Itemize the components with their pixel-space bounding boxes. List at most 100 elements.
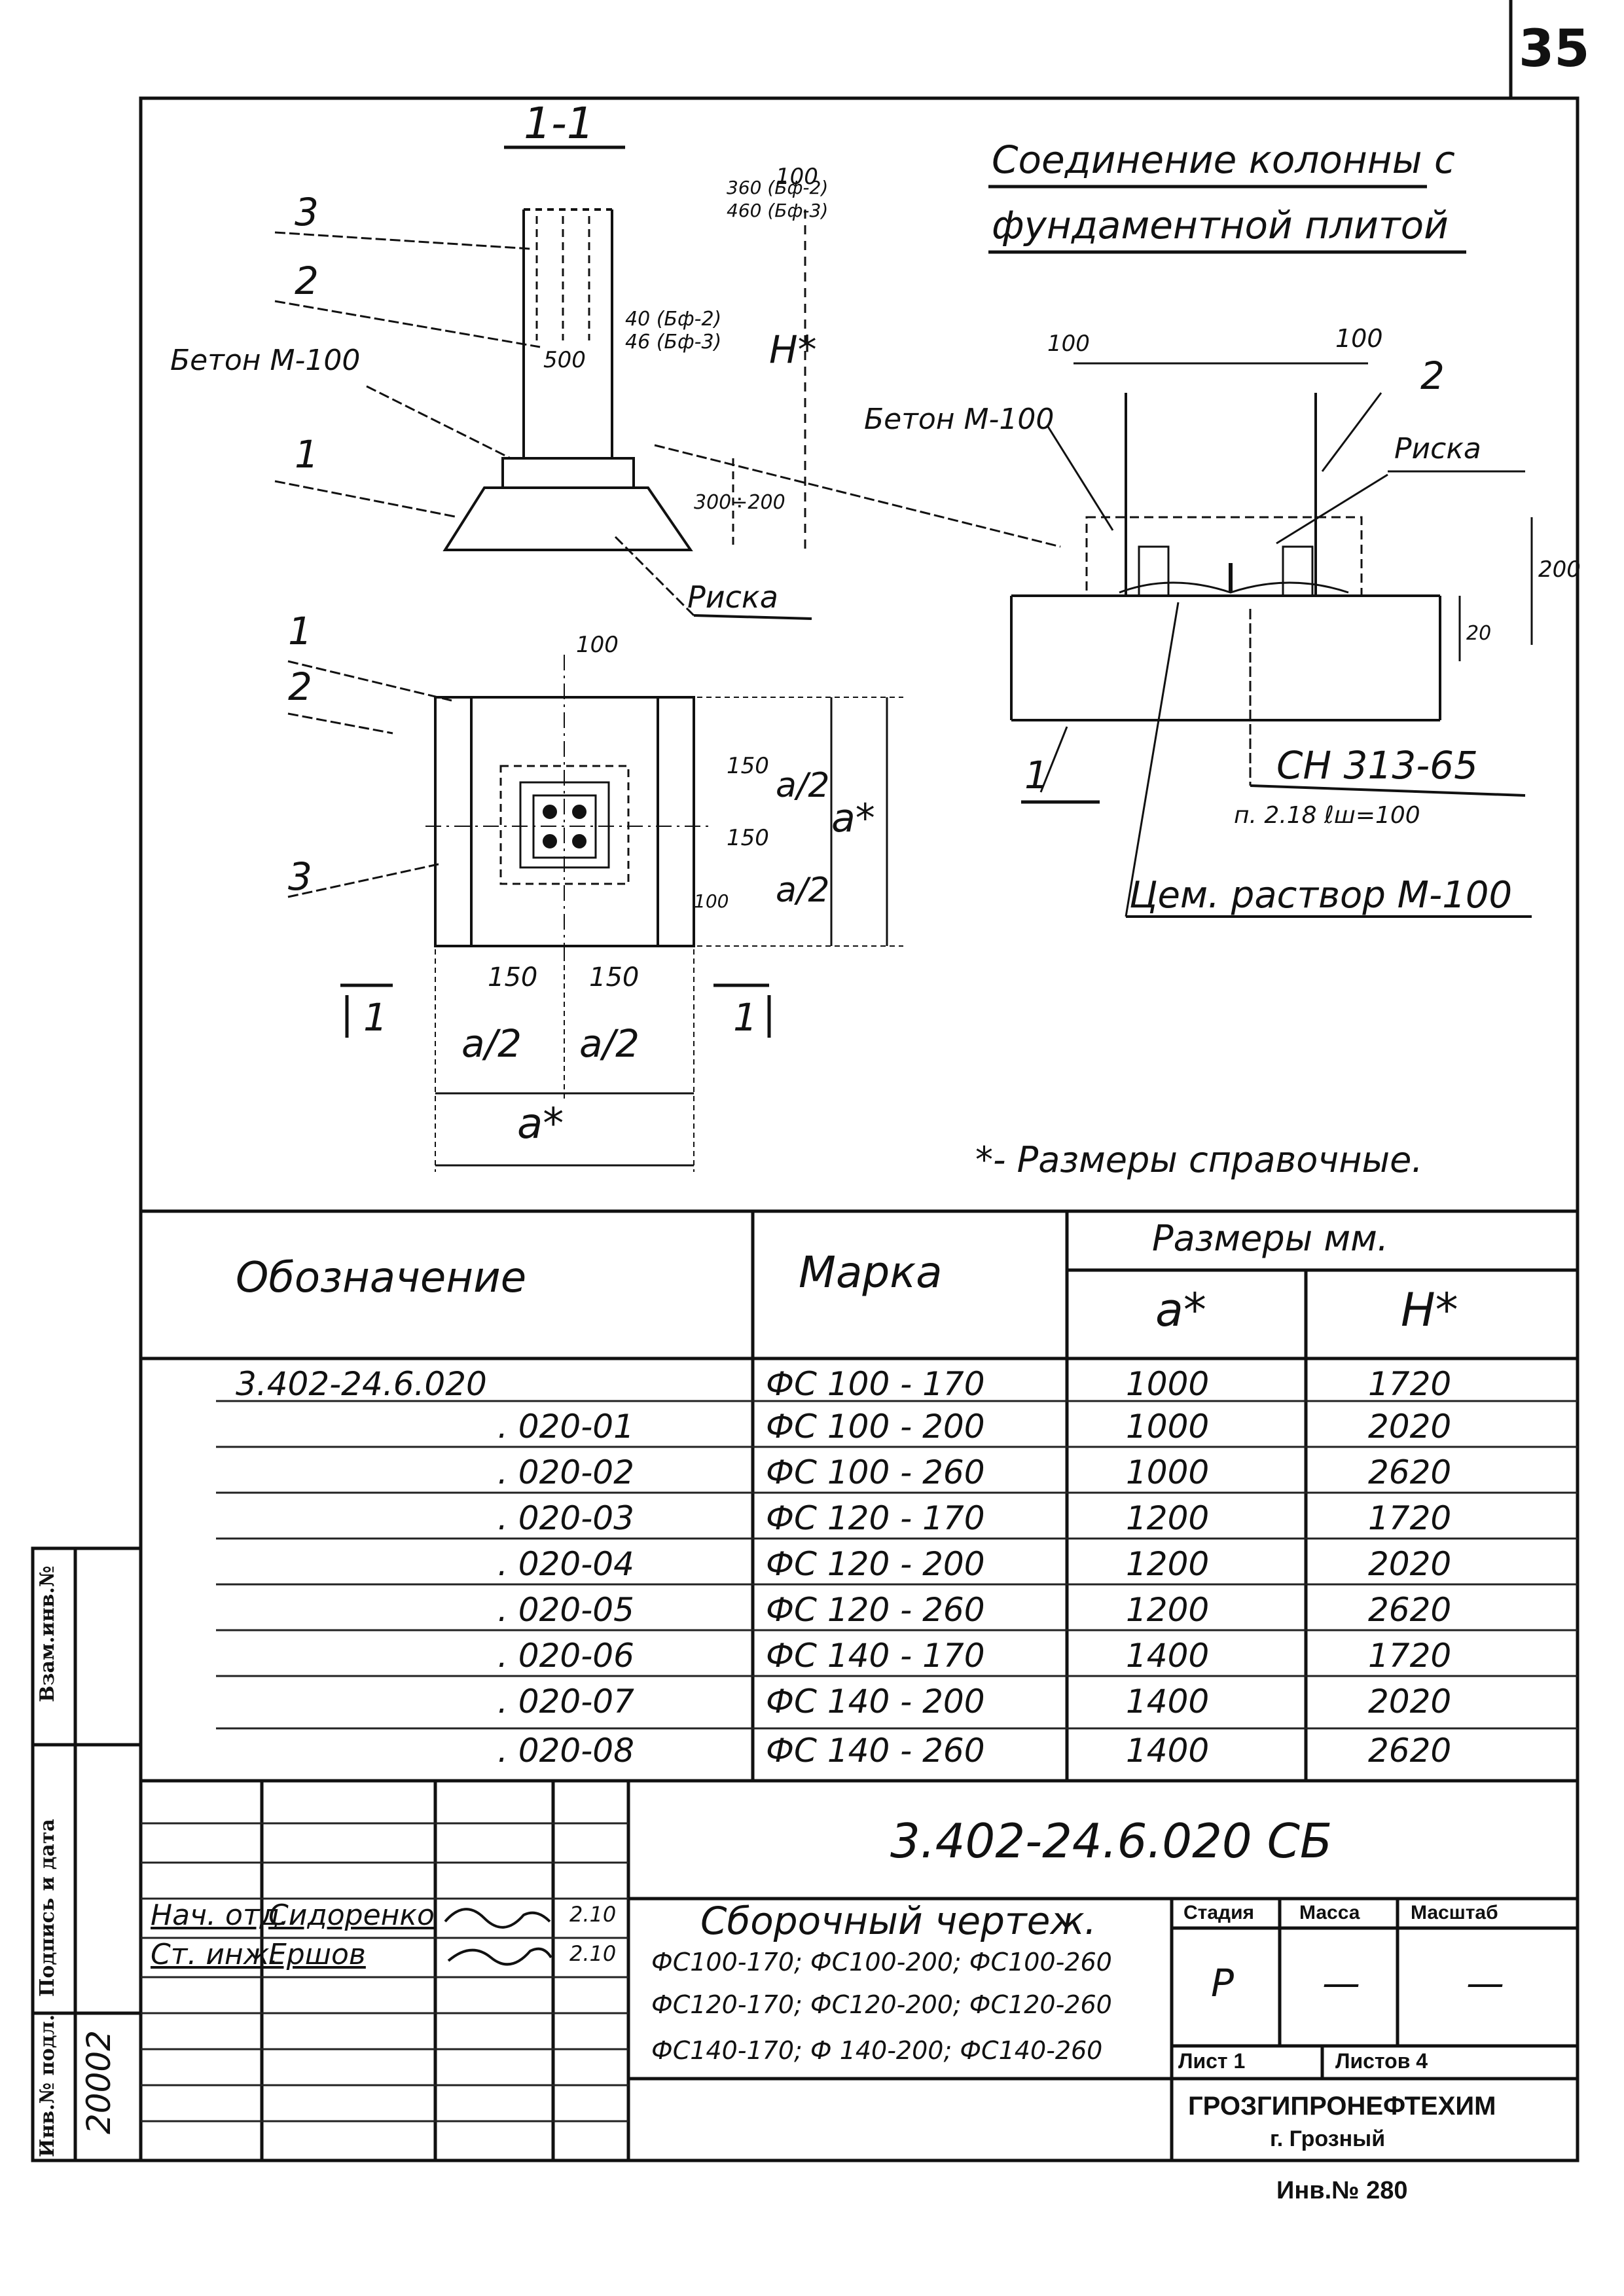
- row-a: 1400: [1126, 1732, 1210, 1770]
- snip-reference: СН 313-65: [1276, 743, 1478, 788]
- row-h: 2020: [1368, 1408, 1452, 1446]
- side-podpis-label: Подпись и дата: [36, 1819, 59, 1997]
- mortar-label: Цем. раствор М-100: [1129, 874, 1513, 917]
- dim-20: 20: [1466, 622, 1492, 645]
- marks-line-2: ФС120-170; ФС120-200; ФС120-260: [651, 1990, 1112, 2019]
- org-name: ГРОЗГИПРОНЕФТЕХИМ: [1188, 2092, 1496, 2121]
- row-designation: 3.402-24.6.020: [236, 1365, 487, 1403]
- row-mark: ФС 120 - 200: [766, 1545, 985, 1583]
- stadia-value: Р: [1211, 1961, 1234, 2005]
- snip-note: п. 2.18 ℓш=100: [1234, 802, 1420, 829]
- row-designation: . 020-04: [497, 1545, 634, 1583]
- row-h: 2020: [1368, 1545, 1452, 1583]
- footnote: *- Размеры справочные.: [975, 1139, 1423, 1180]
- date-2: 2.10: [569, 1941, 617, 1966]
- note-460: 460 (Бф-3): [727, 200, 829, 221]
- note-40: 40 (Бф-2): [625, 308, 722, 331]
- row-a: 1400: [1126, 1637, 1210, 1675]
- callout-2: 2: [295, 259, 319, 303]
- row-designation: . 020-02: [497, 1453, 634, 1491]
- list-label: Лист 1: [1178, 2049, 1246, 2073]
- row-designation: . 020-05: [497, 1591, 634, 1629]
- marks-line-1: ФС100-170; ФС100-200; ФС100-260: [651, 1948, 1112, 1977]
- dim-500: 500: [543, 347, 586, 373]
- row-h: 2020: [1368, 1683, 1452, 1721]
- date-1: 2.10: [569, 1902, 617, 1927]
- side-vzam-label: Взам.инв.№: [36, 1565, 59, 1702]
- name-2: Ершов: [268, 1938, 366, 1971]
- row-a: 1200: [1126, 1499, 1210, 1537]
- row-mark: ФС 100 - 200: [766, 1408, 985, 1446]
- dim-v-150-b: 150: [727, 825, 769, 851]
- row-a: 1200: [1126, 1545, 1210, 1583]
- header-mark: Марка: [799, 1247, 943, 1298]
- dim-v-100: 100: [694, 890, 729, 912]
- marks-line-3: ФС140-170; Ф 140-200; ФС140-260: [651, 2036, 1103, 2065]
- header-sizes: Размеры мм.: [1152, 1218, 1389, 1259]
- page-number: 35: [1519, 20, 1590, 79]
- signatures: [444, 1908, 552, 1966]
- stadia-label: Стадия: [1183, 1902, 1255, 1923]
- header-designation: Обозначение: [236, 1254, 527, 1302]
- plan-callout-3: 3: [288, 854, 312, 899]
- plan-drawing: [287, 655, 903, 1172]
- dim-100-detail-right: 100: [1335, 324, 1383, 353]
- row-designation: . 020-06: [497, 1637, 634, 1675]
- note-46: 46 (Бф-3): [625, 331, 722, 354]
- beton-label-right: Бетон М-100: [864, 403, 1055, 436]
- note-360: 360 (Бф-2): [727, 177, 829, 198]
- drawing-title-line-2: фундаментной плитой: [992, 203, 1449, 247]
- section-mark-left: 1: [363, 995, 388, 1040]
- dim-a-star: a*: [517, 1100, 564, 1148]
- masshtab-label: Масштаб: [1411, 1902, 1498, 1923]
- row-h: 2620: [1368, 1732, 1452, 1770]
- row-a: 1000: [1126, 1453, 1210, 1491]
- row-h: 1720: [1368, 1365, 1452, 1403]
- row-h: 1720: [1368, 1637, 1452, 1675]
- side-inv-value: 20002: [80, 2030, 118, 2134]
- row-designation: . 020-03: [497, 1499, 634, 1537]
- listov-label: Листов 4: [1335, 2049, 1428, 2073]
- role-2: Ст. инж.: [151, 1938, 279, 1971]
- row-h: 1720: [1368, 1499, 1452, 1537]
- dim-100-plan: 100: [576, 632, 619, 658]
- dim-100-top: 100: [776, 164, 818, 190]
- org-city: г. Грозный: [1270, 2126, 1386, 2151]
- row-mark: ФС 100 - 170: [766, 1365, 985, 1403]
- row-designation: . 020-07: [497, 1683, 634, 1721]
- dim-200: 200: [1538, 556, 1581, 583]
- elevation-drawing: [274, 145, 1061, 620]
- detail-callout-1: 1: [1024, 753, 1049, 797]
- name-1: Сидоренко: [268, 1899, 435, 1932]
- dim-300-200: 300÷200: [694, 491, 785, 514]
- dim-a-half-left: a/2: [461, 1021, 522, 1066]
- riska-label-right: Риска: [1394, 432, 1481, 465]
- callout-1: 1: [295, 432, 319, 477]
- row-a: 1400: [1126, 1683, 1210, 1721]
- dim-a-star-v: a*: [831, 795, 875, 841]
- header-h: H*: [1401, 1283, 1458, 1337]
- row-h: 2620: [1368, 1453, 1452, 1491]
- row-mark: ФС 140 - 200: [766, 1683, 985, 1721]
- row-mark: ФС 120 - 260: [766, 1591, 985, 1629]
- plan-callout-2: 2: [288, 665, 312, 709]
- drawing-title-line-1: Соединение колонны с: [992, 137, 1455, 182]
- dim-a-half-v-top: a/2: [776, 766, 830, 805]
- side-inv-label: Инв.№ подл.: [36, 2014, 59, 2157]
- doc-name: Сборочный чертеж.: [700, 1899, 1097, 1943]
- section-label: 1-1: [524, 98, 594, 149]
- riska-label-left: Риска: [687, 579, 778, 615]
- masshtab-value: —: [1466, 1961, 1504, 2005]
- doc-code: 3.402-24.6.020 СБ: [890, 1813, 1333, 1868]
- role-1: Нач. отд.: [151, 1899, 289, 1932]
- massa-label: Масса: [1299, 1902, 1360, 1923]
- row-a: 1200: [1126, 1591, 1210, 1629]
- row-mark: ФС 140 - 260: [766, 1732, 985, 1770]
- dim-a-half-right: a/2: [579, 1021, 640, 1066]
- section-mark-right: 1: [733, 995, 757, 1040]
- row-a: 1000: [1126, 1365, 1210, 1403]
- detail-callout-2: 2: [1420, 354, 1445, 398]
- inv-bottom: Инв.№ 280: [1276, 2177, 1408, 2204]
- row-a: 1000: [1126, 1408, 1210, 1446]
